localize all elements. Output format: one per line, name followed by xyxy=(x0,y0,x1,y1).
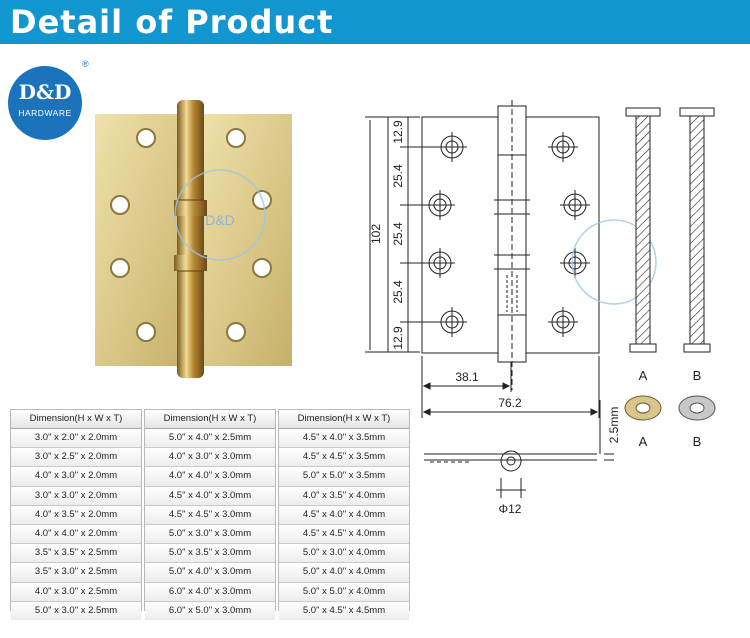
table-cell: 5.0" x 3.0" x 3.0mm xyxy=(145,524,275,545)
table-cell: 4.5" x 4.0" x 4.0mm xyxy=(279,505,409,525)
table-cell: 5.0" x 5.0" x 3.5mm xyxy=(279,467,409,487)
section-label-b: B xyxy=(693,368,702,383)
section-label-a: A xyxy=(639,368,648,383)
bearing-a xyxy=(624,395,662,421)
hinge-leaf-left xyxy=(95,114,190,366)
dim-total-width: 76.2 xyxy=(498,396,522,410)
section-view xyxy=(424,400,614,498)
bearing-b xyxy=(678,395,716,421)
dim-total-height: 102 xyxy=(369,224,383,244)
drawing-leaf-left xyxy=(421,116,499,354)
table-cell: 4.5" x 4.5" x 4.0mm xyxy=(279,524,409,545)
table-cell: 4.5" x 4.0" x 3.5mm xyxy=(279,429,409,449)
hinge-knuckle xyxy=(174,100,207,378)
table-cell: 3.5" x 3.5" x 2.5mm xyxy=(11,544,141,564)
table-cell: 4.5" x 4.5" x 3.5mm xyxy=(279,448,409,468)
table-cell: 4.0" x 4.0" x 2.0mm xyxy=(11,524,141,545)
dim-v-4: 25.4 xyxy=(391,280,405,304)
brand-logo: D&D HARDWARE xyxy=(8,66,82,140)
drawing-screw-holes xyxy=(425,132,590,337)
table-cell: 5.0" x 4.0" x 4.0mm xyxy=(279,563,409,583)
table-cell: 5.0" x 4.0" x 2.5mm xyxy=(145,429,275,449)
table-cell: 3.0" x 2.5" x 2.0mm xyxy=(11,448,141,468)
table-cell: 4.0" x 3.0" x 3.0mm xyxy=(145,448,275,468)
dimension-table-2: Dimension(H x W x T) 5.0" x 4.0" x 2.5mm… xyxy=(144,409,276,620)
table-cell: 4.0" x 3.0" x 2.5mm xyxy=(11,582,141,602)
table-header: Dimension(H x W x T) xyxy=(279,410,409,429)
dim-v-1: 12.9 xyxy=(391,120,405,144)
table-cell: 6.0" x 5.0" x 3.0mm xyxy=(145,601,275,620)
bearing-label-b: B xyxy=(693,434,702,449)
table-cell: 3.5" x 3.0" x 2.5mm xyxy=(11,563,141,583)
table-cell: 4.0" x 3.0" x 2.0mm xyxy=(11,467,141,487)
table-cell: 3.0" x 2.0" x 2.0mm xyxy=(11,429,141,449)
drawing-leaf-right xyxy=(525,116,600,354)
drawing-knuckle xyxy=(497,105,527,363)
dim-thickness: 2.5mm xyxy=(607,407,621,444)
logo-main-text: D&D xyxy=(18,80,72,104)
dimension-table-1: Dimension(H x W x T) 3.0" x 2.0" x 2.0mm… xyxy=(10,409,142,620)
dimension-table-3: Dimension(H x W x T) 4.5" x 4.0" x 3.5mm… xyxy=(278,409,410,620)
dim-half-width: 38.1 xyxy=(455,370,479,384)
table-cell: 5.0" x 3.0" x 2.5mm xyxy=(11,601,141,620)
bearing-label-a: A xyxy=(639,434,648,449)
horizontal-dimensions xyxy=(421,356,600,418)
dim-v-3: 25.4 xyxy=(391,222,405,246)
registered-mark: ® xyxy=(82,59,89,69)
watermark-photo xyxy=(174,169,266,261)
table-cell: 5.0" x 3.0" x 4.0mm xyxy=(279,544,409,564)
table-cell: 4.5" x 4.0" x 3.0mm xyxy=(145,486,275,506)
table-header: Dimension(H x W x T) xyxy=(145,410,275,429)
page-title: Detail of Product xyxy=(10,3,334,41)
table-cell: 6.0" x 4.0" x 3.0mm xyxy=(145,582,275,602)
table-cell: 4.5" x 4.5" x 3.0mm xyxy=(145,505,275,525)
screw-holes-photo xyxy=(110,128,272,342)
dimension-tables: Dimension(H x W x T) 3.0" x 2.0" x 2.0mm… xyxy=(10,409,412,620)
table-cell: 3.0" x 3.0" x 2.0mm xyxy=(11,486,141,506)
dim-knuckle-diameter: Φ12 xyxy=(499,502,522,516)
table-cell: 5.0" x 3.5" x 3.0mm xyxy=(145,544,275,564)
table-cell: 5.0" x 5.0" x 4.0mm xyxy=(279,582,409,602)
vertical-dimensions xyxy=(365,116,438,353)
table-header: Dimension(H x W x T) xyxy=(11,410,141,429)
section-pins xyxy=(625,107,715,353)
table-cell: 4.0" x 3.5" x 2.0mm xyxy=(11,505,141,525)
header-banner: Detail of Product xyxy=(0,0,750,44)
drawing-watermark xyxy=(571,219,657,305)
table-cell: 5.0" x 4.5" x 4.5mm xyxy=(279,601,409,620)
logo-sub-text: HARDWARE xyxy=(18,108,72,118)
dim-v-5: 12.9 xyxy=(391,326,405,350)
dim-v-2: 25.4 xyxy=(391,164,405,188)
table-cell: 4.0" x 3.5" x 4.0mm xyxy=(279,486,409,506)
watermark-text: D&D xyxy=(205,212,235,228)
table-cell: 4.0" x 4.0" x 3.0mm xyxy=(145,467,275,487)
table-cell: 5.0" x 4.0" x 3.0mm xyxy=(145,563,275,583)
hinge-leaf-right xyxy=(200,114,292,366)
